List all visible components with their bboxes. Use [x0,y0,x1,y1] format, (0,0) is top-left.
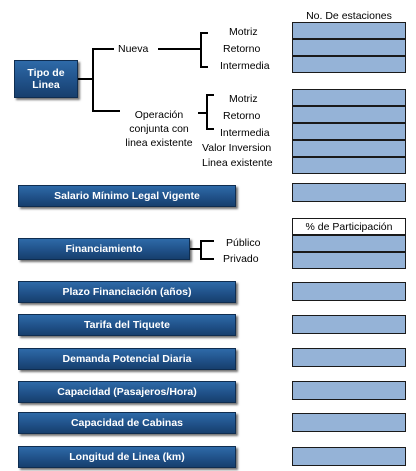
joint-option-retorno: Retorno [223,110,261,122]
connector [78,78,92,80]
new-retorno-stations-input[interactable] [292,39,406,56]
joint-option-investment-value: Valor Inversion [202,142,272,154]
financing-term-button[interactable]: Plazo Financiación (años) [18,281,236,303]
line-type-button[interactable]: Tipo de Linea [14,60,78,98]
connector [92,110,120,112]
public-participation-input[interactable] [292,235,406,252]
hourly-capacity-button[interactable]: Capacidad (Pasajeros/Hora) [18,381,236,403]
new-line-bracket-tick [192,48,202,50]
financing-option-public: Público [226,237,261,249]
joint-operation-label: Operación conjunta con linea existente [125,109,193,149]
joint-retorno-stations-input[interactable] [292,106,406,123]
connector [190,248,200,250]
new-option-motriz: Motriz [229,26,258,38]
joint-existing-line-input[interactable] [292,157,406,174]
minimum-wage-input[interactable] [292,183,406,202]
joint-bracket-tick [198,112,208,114]
new-line-label: Nueva [118,43,149,55]
participation-header: % de Participación [292,218,406,235]
joint-motriz-stations-input[interactable] [292,89,406,106]
financing-bracket [200,240,214,260]
private-participation-input[interactable] [292,252,406,269]
joint-option-intermedia: Intermedia [220,127,270,139]
joint-option-motriz: Motriz [229,93,258,105]
hourly-capacity-input[interactable] [292,381,406,400]
participation-header-label: % de Participación [305,220,393,233]
daily-demand-input[interactable] [292,348,406,367]
financing-option-private: Privado [223,253,259,265]
joint-option-existing-line: Linea existente [202,157,273,169]
joint-intermedia-stations-input[interactable] [292,123,406,140]
connector [92,48,114,50]
stations-header: No. De estaciones [306,10,392,22]
joint-investment-value-input[interactable] [292,140,406,157]
minimum-wage-button[interactable]: Salario Mínimo Legal Vigente [18,185,236,207]
line-length-button[interactable]: Longitud de Linea (km) [18,446,236,468]
connector [92,48,94,112]
daily-demand-button[interactable]: Demanda Potencial Diaria [18,348,236,370]
ticket-fare-input[interactable] [292,315,406,334]
new-option-retorno: Retorno [223,43,261,55]
line-length-input[interactable] [292,447,406,466]
financing-term-input[interactable] [292,282,406,301]
new-motriz-stations-input[interactable] [292,22,406,39]
connector [158,48,192,50]
ticket-fare-button[interactable]: Tarifa del Tiquete [18,314,236,336]
new-line-bracket [200,32,208,68]
new-option-intermedia: Intermedia [220,60,270,72]
cabin-capacity-input[interactable] [292,413,406,432]
cabin-capacity-button[interactable]: Capacidad de Cabinas [18,412,236,434]
financing-button[interactable]: Financiamiento [18,238,190,260]
new-intermedia-stations-input[interactable] [292,56,406,73]
